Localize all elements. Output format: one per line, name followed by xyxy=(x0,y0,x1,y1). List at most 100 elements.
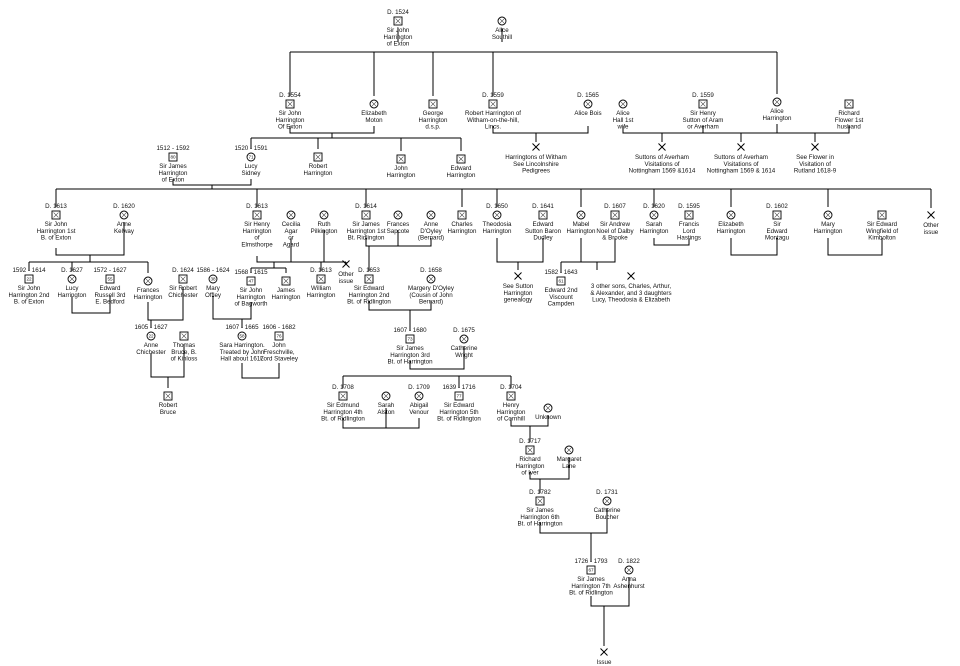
male-symbol xyxy=(246,276,256,286)
issue-marker xyxy=(658,143,666,151)
deceased-mark xyxy=(490,101,496,107)
deceased-mark xyxy=(578,212,584,218)
deceased-mark xyxy=(53,212,59,218)
person-dates: D. 1650 xyxy=(486,203,508,210)
deceased-mark xyxy=(879,212,885,218)
female-symbol xyxy=(208,274,218,284)
age-at-death: 77 xyxy=(456,394,462,399)
person-name: Alice Bois xyxy=(574,110,601,117)
issue-marker xyxy=(811,143,819,151)
deceased-mark xyxy=(728,212,734,218)
person-dates: 1639 - 1716 xyxy=(442,384,476,391)
reference-note: 3 other sons, Charles, Arthur,& Alexande… xyxy=(590,272,672,304)
connector-line xyxy=(71,296,111,314)
connector-line xyxy=(777,126,850,134)
deceased-mark xyxy=(430,101,436,107)
deceased-mark xyxy=(288,212,294,218)
connector-line xyxy=(147,287,184,321)
person-dates: D. 1613 xyxy=(45,203,67,210)
issue-marker xyxy=(532,143,540,151)
person-dates: D. 1653 xyxy=(358,267,380,274)
deceased-mark xyxy=(181,333,187,339)
person-dates: D. 1595 xyxy=(678,203,700,210)
person-dates: D. 1782 xyxy=(529,489,551,496)
person-node[interactable]: Unknown xyxy=(535,403,561,421)
